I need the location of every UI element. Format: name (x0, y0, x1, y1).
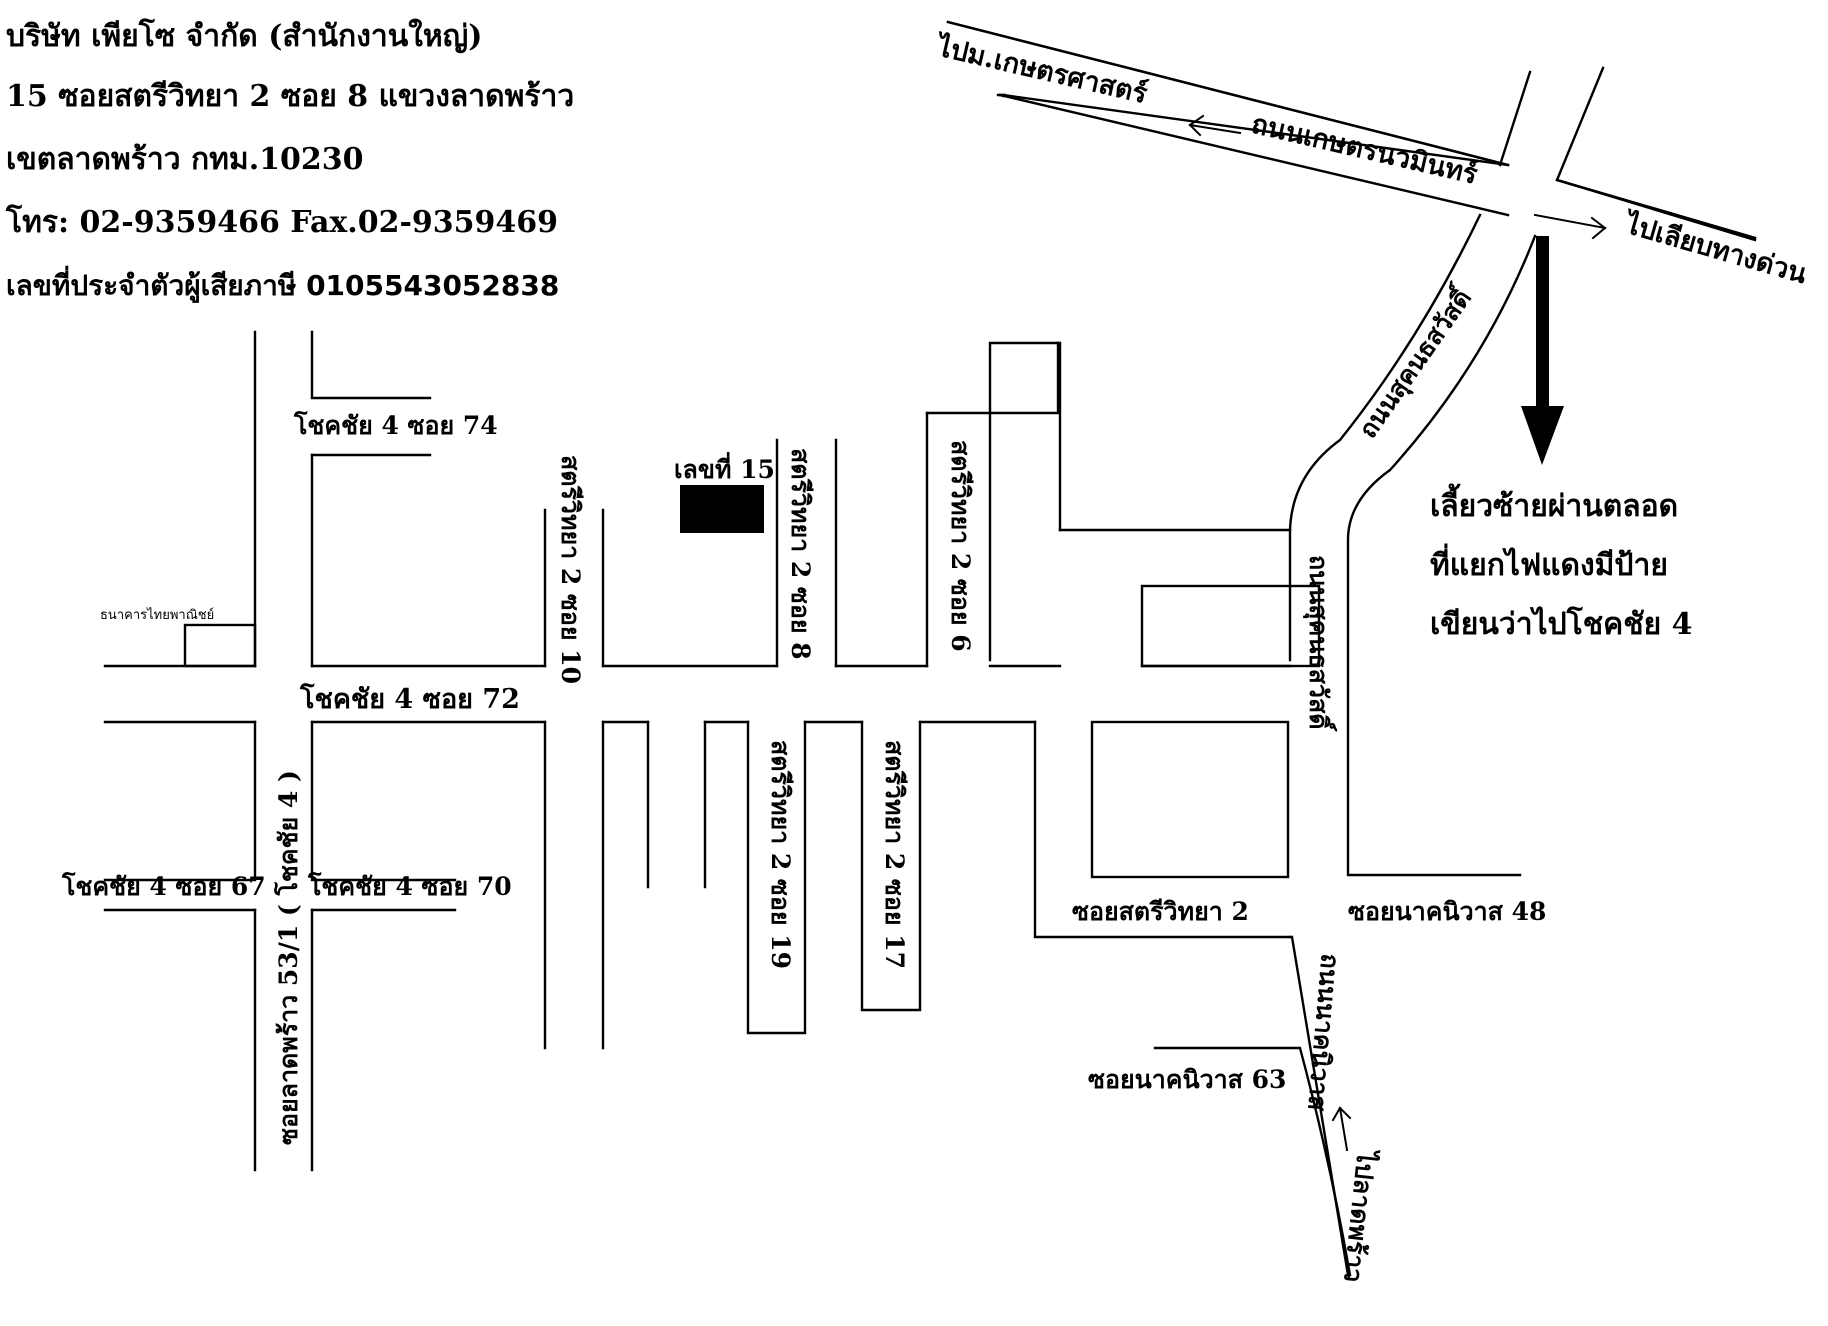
label-chokchai4-soi74: โชคชัย 4 ซอย 74 (293, 410, 498, 440)
label-sukhon-sawat: ถนนสุคนธสวัสดิ์ (1349, 279, 1480, 445)
label-bank: ธนาคารไทยพาณิชย์ (100, 607, 214, 623)
destination-marker-icon (680, 485, 764, 533)
label-chokchai4-soi72: โชคชัย 4 ซอย 72 (299, 682, 520, 715)
label-ladprao-53-1: ซอยลาดพร้าว 53/1 ( โชคชัย 4 ) (273, 770, 303, 1145)
block-east-upper (1140, 584, 1321, 668)
label-to-expressway: ไปเลียบทางด่วน (1619, 207, 1811, 290)
phone-fax: โทร: 02-9359466 Fax.02-9359469 (6, 205, 559, 240)
down-arrow-icon (1521, 236, 1564, 465)
ladprao-arrow-icon (1331, 1106, 1352, 1152)
soi72-road (103, 664, 1292, 724)
label-satriwit2-soi8: สตรีวิทยา 2 ซอย 8 (786, 448, 815, 660)
kaset-nawamin-upper-edge (946, 20, 1757, 242)
label-chokchai4-soi70: โชคชัย 4 ซอย 70 (307, 871, 512, 901)
north-sois (543, 411, 929, 668)
label-soi-nakniwat48: ซอยนาคนิวาส 48 (1348, 897, 1546, 926)
right-arrow-icon (1533, 213, 1607, 240)
block-east-lower (1090, 720, 1290, 879)
label-soi-nakniwat63: ซอยนาคนิวาส 63 (1088, 1065, 1286, 1094)
kaset-nawamin-road (996, 93, 1757, 240)
label-satriwit2-soi10: สตรีวิทยา 2 ซอย 10 (556, 455, 585, 684)
left-arrow-icon (1188, 114, 1242, 137)
label-to-ladprao: ไปลาดพร้าว (1338, 1146, 1382, 1283)
tax-id: เลขที่ประจำตัวผู้เสียภาษี 0105543052838 (6, 269, 560, 302)
label-satriwit2-soi17: สตรีวิทยา 2 ซอย 17 (880, 740, 909, 969)
address-line-2: เขตลาดพร้าว กทม.10230 (6, 142, 364, 177)
ladprao-53-1-road (103, 720, 457, 1172)
directions-line-1: เลี้ยวซ้ายผ่านตลอด (1430, 483, 1678, 524)
sukhon-sawat-road (988, 213, 1537, 877)
label-building-15: เลขที่ 15 (674, 452, 775, 484)
soi6-bend (925, 341, 1060, 415)
kaset-nawamin-lower-edge (998, 93, 1510, 217)
directions-line-2: ที่แยกไฟแดงมีป้าย (1430, 543, 1668, 583)
directions-line-3: เขียนว่าไปโชคชัย 4 (1430, 605, 1692, 642)
label-satriwit2-soi6: สตรีวิทยา 2 ซอย 6 (946, 440, 975, 652)
north-cross-road (1498, 66, 1605, 182)
label-soi-satriwit2: ซอยสตรีวิทยา 2 (1072, 897, 1249, 926)
soi74-and-blocks (183, 330, 432, 668)
company-name: บริษัท เพียโซ จำกัด (สำนักงานใหญ่) (6, 19, 483, 54)
label-satriwit2-soi19: สตรีวิทยา 2 ซอย 19 (766, 740, 795, 969)
address-line-1: 15 ซอยสตรีวิทยา 2 ซอย 8 แขวงลาดพร้าว (6, 79, 575, 114)
south-sois (543, 720, 1350, 1277)
label-sukhon-sawat-lower: ถนนสุคนธสวัสดิ์ (1302, 555, 1338, 732)
label-chokchai4-soi67: โชคชัย 4 ซอย 67 (61, 871, 266, 901)
label-to-kasetsart: ไปม.เกษตรศาสตร์ (932, 30, 1151, 110)
nak-niwat-road (1153, 935, 1352, 1277)
